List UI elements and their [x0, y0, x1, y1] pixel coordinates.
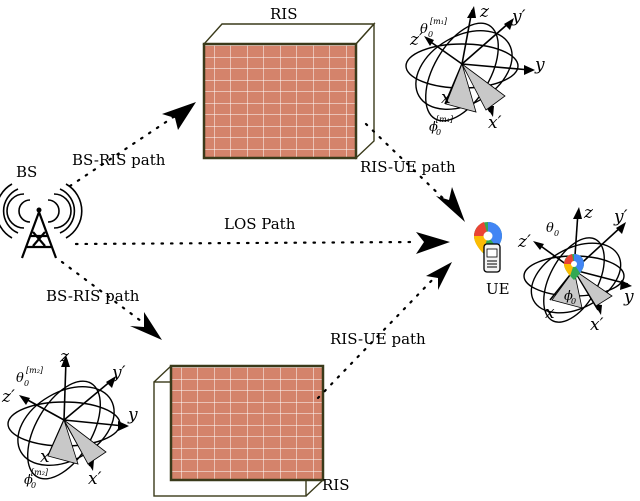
theta-ue-sub: 0 — [554, 229, 559, 238]
ris-panel-top — [202, 22, 376, 160]
base-station-icon — [0, 183, 83, 259]
axis-x-bottom: x — [40, 447, 50, 467]
theta-top-sup: [m₁] — [430, 17, 448, 26]
theta-top-sub: 0 — [428, 30, 433, 39]
bs-label: BS — [16, 163, 37, 181]
axis-yp-bottom: y′ — [111, 363, 126, 383]
los-arrowhead — [416, 232, 450, 254]
axes-diagram-top — [405, 6, 535, 122]
ris-ue-bottom-arrowhead — [426, 262, 452, 290]
axis-xp-ue: x′ — [590, 315, 604, 335]
phi-top-sup: [m₁] — [436, 115, 454, 124]
ris-ue-top-label: RIS-UE path — [360, 158, 456, 176]
axis-x-ue: x — [545, 303, 555, 323]
axis-y-ue: y — [623, 287, 634, 307]
ue-location-pin-icon — [474, 222, 502, 258]
phi-top: ϕ — [429, 120, 438, 135]
axes-diagram-bottom — [7, 355, 129, 480]
axis-zp-top: z′ — [409, 30, 423, 50]
axis-zp-bottom: z′ — [1, 387, 15, 407]
theta-bottom-sup: [m₂] — [26, 366, 44, 375]
axis-y-top: y — [534, 55, 545, 75]
los-path — [74, 240, 418, 246]
theta-bottom: θ — [16, 371, 24, 386]
ris-ue-top-path — [364, 122, 452, 207]
axis-zp-ue: z′ — [517, 232, 531, 252]
los-label: LOS Path — [224, 215, 296, 233]
axis-x-top: x — [441, 88, 451, 108]
phone-icon — [483, 243, 501, 273]
axis-yp-top: y′ — [511, 7, 526, 27]
axis-y-bottom: y — [127, 405, 138, 425]
phi-bottom: ϕ — [24, 473, 33, 488]
ris-ue-bottom-label: RIS-UE path — [330, 330, 426, 348]
phi-ue: ϕ — [564, 289, 573, 304]
bs-ris-top-label: BS-RIS path — [72, 151, 166, 169]
ris-top-label: RIS — [270, 5, 298, 23]
axis-xp-top: x′ — [488, 113, 502, 133]
bs-ris-bottom-path — [60, 260, 147, 326]
ue-axes-pin-icon — [564, 254, 584, 280]
axis-xp-bottom: x′ — [88, 469, 102, 489]
phi-bottom-sub: 0 — [31, 481, 36, 490]
ris-bottom-label: RIS — [322, 476, 350, 494]
ris-ue-top-arrowhead — [436, 187, 465, 222]
phi-ue-sub: 0 — [571, 297, 576, 306]
theta-top: θ — [420, 22, 428, 37]
theta-ue: θ — [546, 221, 554, 236]
bs-ris-top-arrowhead — [162, 102, 196, 130]
axis-yp-ue: y′ — [613, 207, 628, 227]
phi-bottom-sup: [m₂] — [31, 468, 49, 477]
phi-top-sub: 0 — [436, 128, 441, 137]
ris-panel-bottom — [153, 364, 325, 497]
axis-z-ue: z — [583, 203, 594, 223]
axis-z-bottom: z — [59, 347, 70, 367]
theta-bottom-sub: 0 — [24, 379, 29, 388]
bs-ris-top-path — [68, 108, 186, 188]
bs-ris-bottom-arrowhead — [130, 312, 162, 340]
ue-label: UE — [486, 280, 510, 298]
bs-ris-bottom-label: BS-RIS path — [46, 287, 140, 305]
axis-z-top: z — [479, 2, 490, 22]
ris-ue-bottom-path — [316, 272, 440, 400]
axes-diagram-ue — [523, 207, 632, 323]
